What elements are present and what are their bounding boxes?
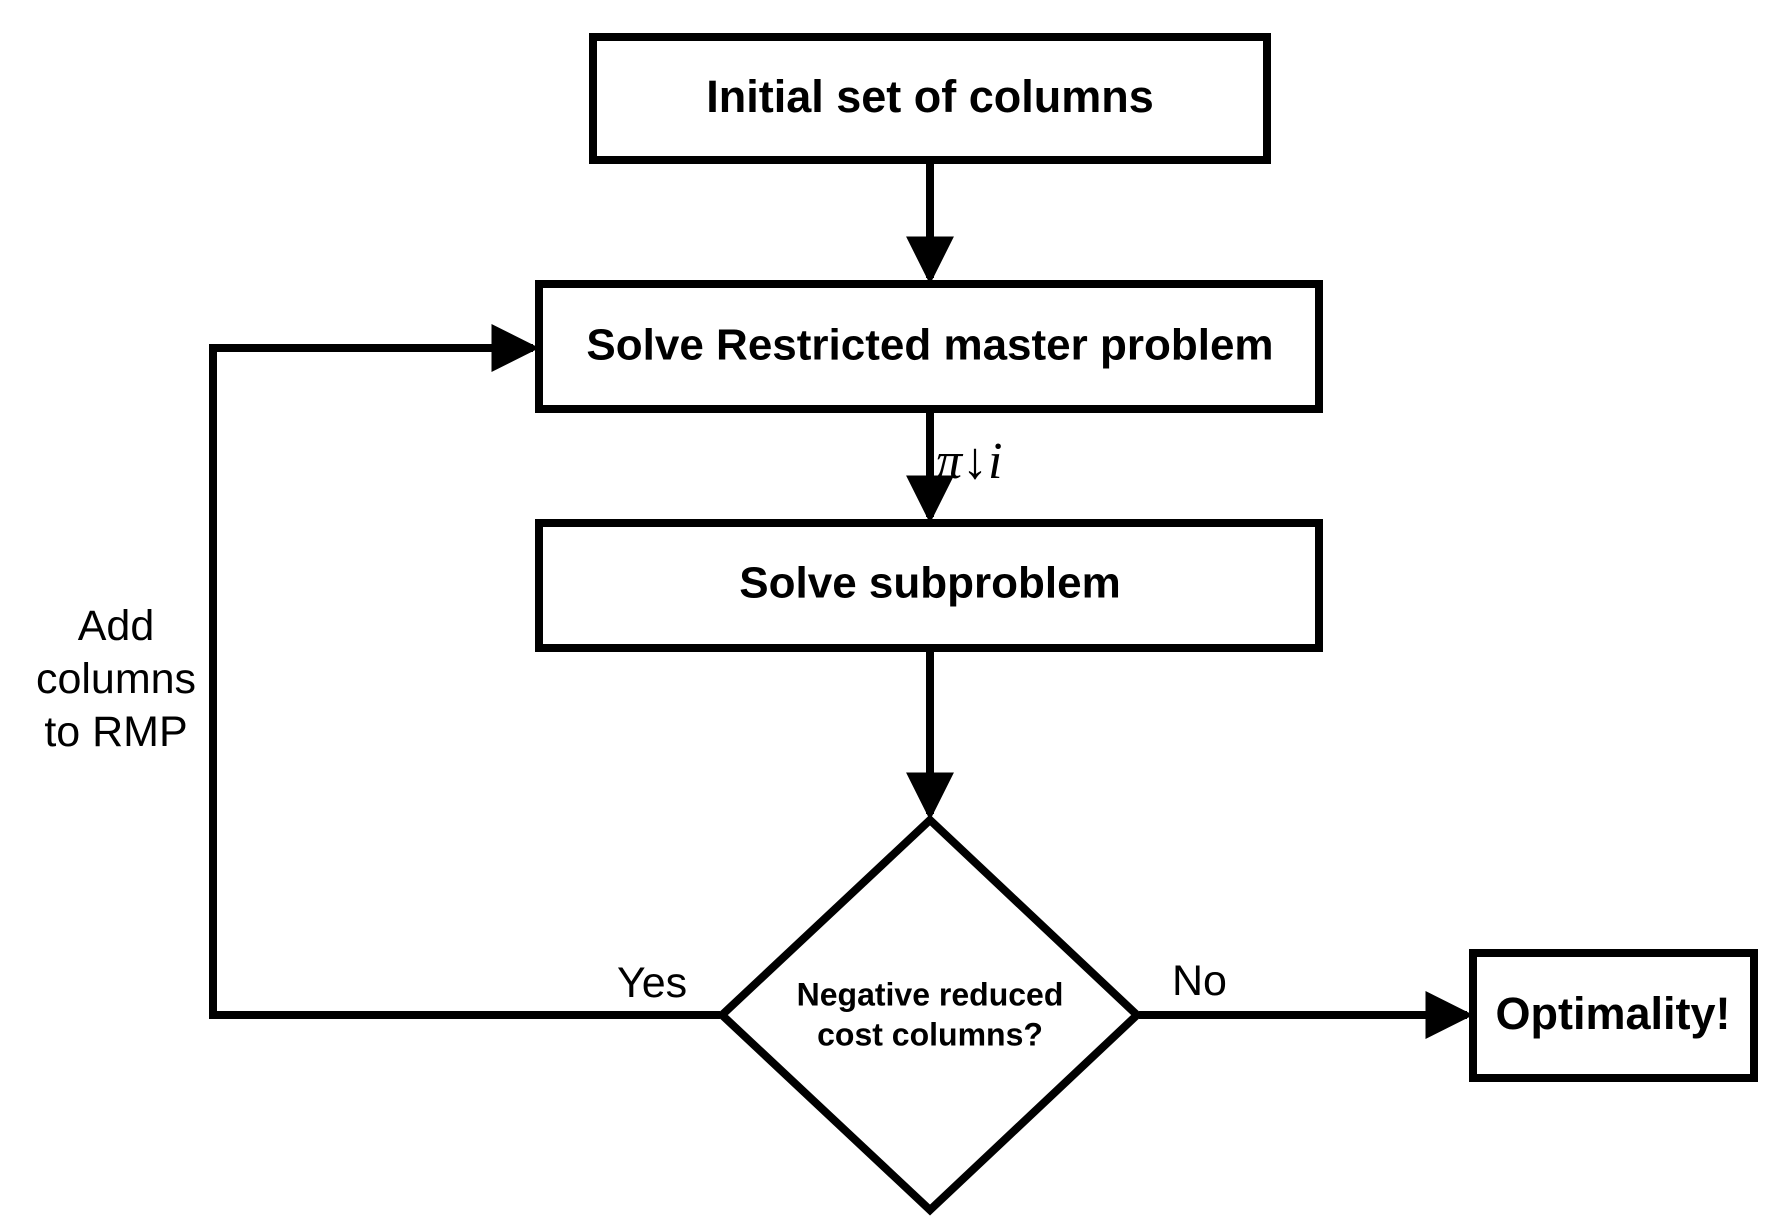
- decision-label-line1: Negative reduced: [797, 976, 1064, 1012]
- initial-columns-box: [589, 33, 1271, 164]
- optimality-box: [1469, 949, 1758, 1082]
- initial-columns-label: Initial set of columns: [706, 71, 1154, 122]
- no-label: No: [1172, 957, 1227, 1005]
- rmp-label: Solve Restricted master problem: [586, 321, 1273, 370]
- subproblem-label: Solve subproblem: [739, 559, 1120, 608]
- add-columns-label-line1: Add: [78, 602, 155, 650]
- arrow-yes-loop-to-rmp: [209, 324, 720, 1019]
- optimality-label: Optimality!: [1495, 988, 1730, 1039]
- decision-label-line2: cost columns?: [817, 1016, 1043, 1052]
- decision-diamond: [716, 814, 1143, 1216]
- yes-label: Yes: [617, 959, 687, 1007]
- add-columns-label-line3: to RMP: [44, 708, 187, 756]
- rmp-box: [535, 280, 1323, 413]
- dual-values-label: π↓i: [936, 433, 1003, 490]
- add-columns-label-line2: columns: [36, 655, 196, 703]
